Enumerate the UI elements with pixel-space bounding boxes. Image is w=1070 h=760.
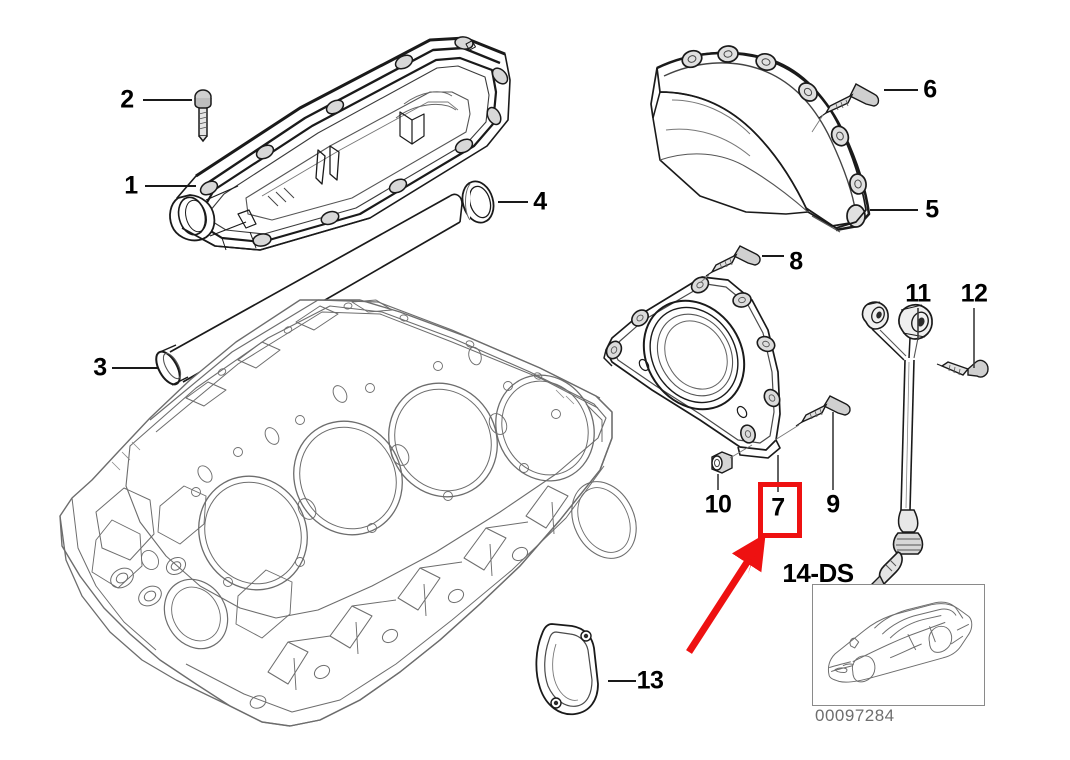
leader-bolt9-to-boss <box>774 424 800 441</box>
part-sensor-bolt <box>936 359 989 378</box>
part-dowel-pin <box>711 451 733 474</box>
callout-label-2: 2 <box>120 85 134 114</box>
callout-label-12: 12 <box>960 279 988 308</box>
callout-label-10: 10 <box>704 490 732 519</box>
leader-bolt6-to-boss <box>811 114 824 133</box>
part-housing-bolt-lower <box>795 395 851 427</box>
group-marker-label: 14-DS <box>782 558 854 588</box>
callout-label-4: 4 <box>533 187 547 216</box>
part-engine-block <box>59 299 637 727</box>
callout-label-3: 3 <box>93 353 107 382</box>
callout-leader-lines-vertical <box>717 308 975 492</box>
part-cover-bolt <box>194 89 212 143</box>
callout-leader-lines <box>112 89 918 682</box>
part-timing-cover-bolt <box>818 83 880 119</box>
part-o-ring-seal <box>461 180 495 224</box>
vehicle-thumbnail-illustration <box>827 601 973 683</box>
leader-dowel-to-hole <box>729 444 753 459</box>
callout-label-8: 8 <box>789 247 803 276</box>
diagram-id-label: 00097284 <box>815 706 895 725</box>
part-housing-bolt-upper <box>705 245 761 277</box>
part-crankshaft-position-sensor <box>861 301 933 588</box>
leader-bolt8-to-boss <box>700 274 710 283</box>
callout-label-6: 6 <box>923 75 937 104</box>
callout-label-1: 1 <box>124 171 138 200</box>
part-cylinder-head-cover <box>169 36 511 251</box>
callout-label-5: 5 <box>925 195 939 224</box>
part-timing-chain-cover <box>650 45 871 233</box>
callout-label-13: 13 <box>636 666 664 695</box>
callout-label-11: 11 <box>905 279 931 308</box>
callout-label-9: 9 <box>826 490 840 519</box>
part-flange-gasket <box>535 623 599 716</box>
vehicle-thumbnail-frame <box>812 584 985 706</box>
callout-label-7: 7 <box>771 493 785 522</box>
part-rear-main-seal-housing <box>603 276 781 459</box>
